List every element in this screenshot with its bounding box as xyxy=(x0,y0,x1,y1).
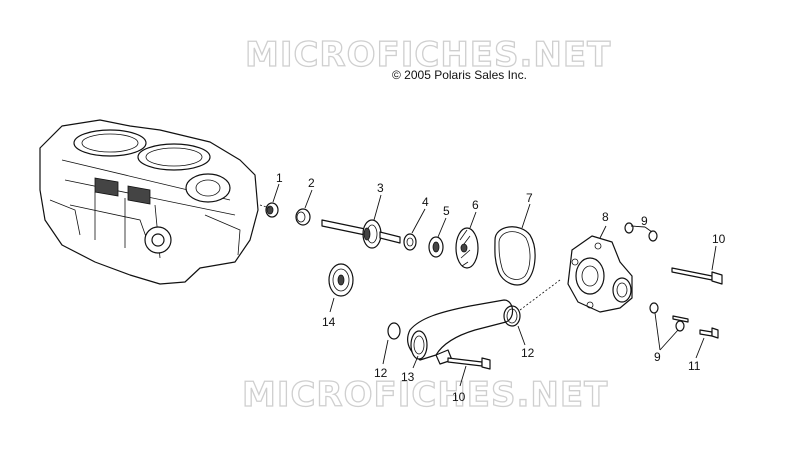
callout-3: 3 xyxy=(377,181,384,195)
part-6-impeller xyxy=(455,227,479,269)
callout-9-lower: 9 xyxy=(654,350,661,364)
engine-crankcase xyxy=(39,119,259,285)
part-7-gasket xyxy=(494,226,536,286)
callout-12-right: 12 xyxy=(521,346,535,360)
callout-12-left: 12 xyxy=(374,366,388,380)
part-9-nuts-upper xyxy=(624,222,658,242)
part-13-outlet-pipe xyxy=(407,299,514,365)
callout-7: 7 xyxy=(526,191,533,205)
callout-8: 8 xyxy=(602,210,609,224)
part-9-nuts-lower xyxy=(649,302,689,332)
part-8-pump-cover xyxy=(567,235,633,313)
callout-10-lower: 10 xyxy=(452,390,466,404)
callout-11: 11 xyxy=(688,359,701,373)
part-3-pump-shaft xyxy=(321,219,401,249)
callout-1: 1 xyxy=(276,171,283,185)
callout-9-upper: 9 xyxy=(641,214,648,228)
callout-2: 2 xyxy=(308,176,315,190)
callout-10-upper: 10 xyxy=(712,232,726,246)
part-4-washer xyxy=(403,233,417,251)
part-1-bushing xyxy=(265,202,279,218)
copyright-notice: © 2005 Polaris Sales Inc. xyxy=(392,68,527,82)
part-2-seal xyxy=(295,208,311,226)
callout-6: 6 xyxy=(472,198,479,212)
part-10-bolt-lower xyxy=(447,357,491,370)
part-14-gear xyxy=(328,263,354,297)
watermark-top: MICROFICHES.NET xyxy=(245,35,611,75)
callout-5: 5 xyxy=(443,204,450,218)
part-11-bolt xyxy=(699,327,719,339)
callout-4: 4 xyxy=(422,195,429,209)
part-5-bearing xyxy=(428,236,444,258)
callout-13: 13 xyxy=(401,370,415,384)
part-12-oring-right xyxy=(503,305,521,327)
watermark-bottom: MICROFICHES.NET xyxy=(242,375,608,415)
callout-14: 14 xyxy=(322,315,336,329)
part-10-bolt-upper xyxy=(671,267,723,285)
part-12-oring-left xyxy=(387,322,401,340)
